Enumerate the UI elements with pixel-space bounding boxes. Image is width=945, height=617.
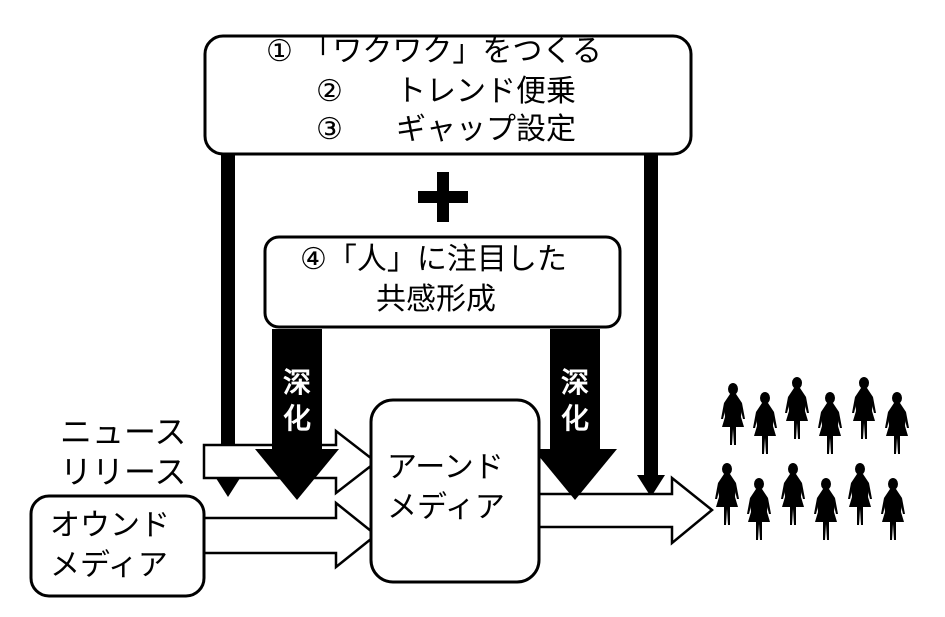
news-release-line-1: ニュース bbox=[60, 413, 187, 451]
news-release-line-2: リリース bbox=[60, 453, 187, 491]
strategy-right-arrow bbox=[637, 155, 665, 497]
strategy-item-2-text: トレンド便乗 bbox=[396, 74, 576, 109]
empathy-box bbox=[263, 235, 622, 329]
earned-media-box bbox=[369, 398, 541, 584]
owned-media-line-1: オウンド bbox=[50, 508, 170, 543]
plus-icon bbox=[418, 172, 468, 222]
strategy-item-1: ① 「ワクワク」をつくる bbox=[266, 34, 602, 69]
crowd-of-people-icon bbox=[715, 377, 909, 540]
strategy-box bbox=[203, 34, 693, 156]
empathy-line-1: ④「人」に注目した bbox=[300, 242, 567, 277]
deepen-left-char-2: 化 bbox=[282, 402, 311, 435]
earned-to-audience-arrow bbox=[536, 475, 714, 546]
deepen-right-char-2: 化 bbox=[560, 402, 589, 435]
strategy-item-3-text: ギャップ設定 bbox=[396, 112, 576, 147]
deepen-right-arrow bbox=[533, 329, 617, 500]
owned-media-line-2: メディア bbox=[50, 548, 168, 583]
strategy-item-3-number: ③ bbox=[316, 112, 343, 147]
earned-media-line-1: アーンド bbox=[387, 450, 504, 485]
strategy-left-arrow bbox=[214, 155, 242, 497]
deepen-left-arrow bbox=[255, 329, 339, 500]
empathy-line-2: 共感形成 bbox=[376, 282, 496, 317]
owned-media-box bbox=[29, 494, 206, 598]
deepen-right-char-1: 深 bbox=[560, 366, 589, 399]
deepen-left-char-1: 深 bbox=[282, 366, 311, 399]
strategy-item-2-number: ② bbox=[316, 74, 343, 109]
owned-media-arrow bbox=[202, 500, 379, 570]
earned-media-line-2: メディア bbox=[387, 490, 505, 525]
